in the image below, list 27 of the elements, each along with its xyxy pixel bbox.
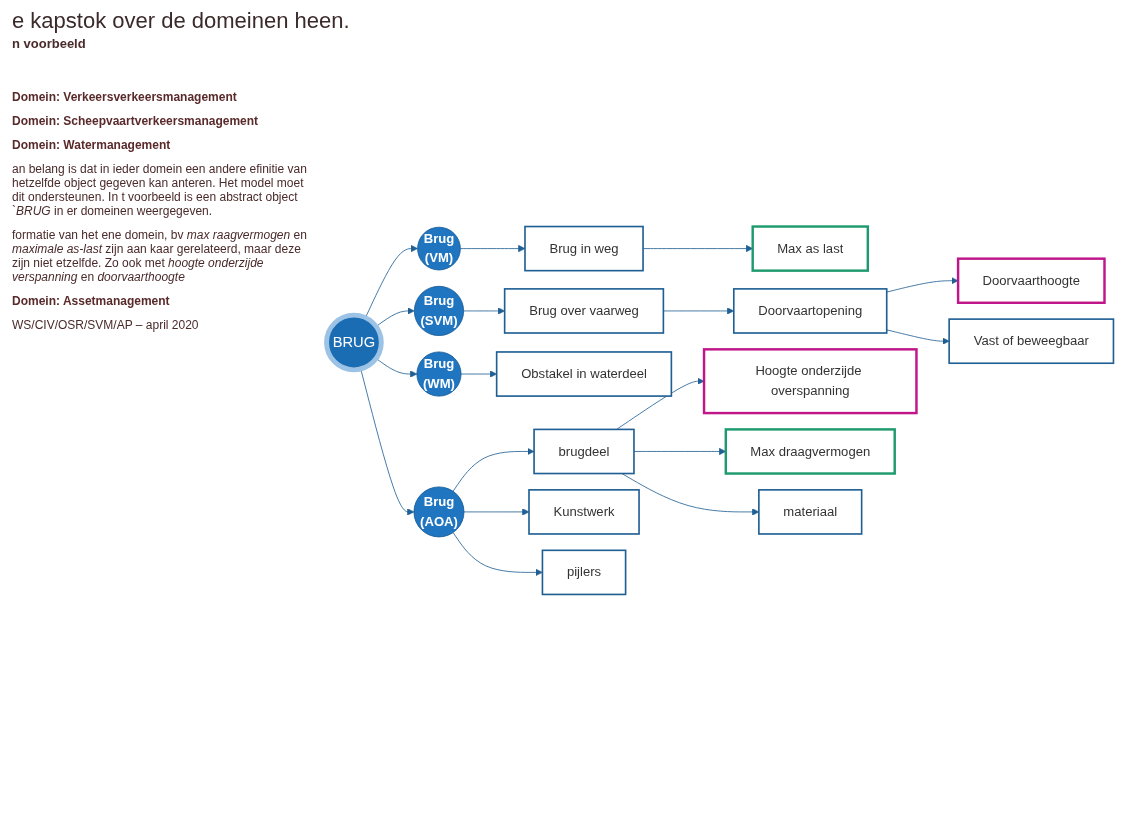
title: e kapstok over de domeinen heen. bbox=[12, 8, 350, 34]
subtitle: n voorbeeld bbox=[12, 36, 86, 51]
node-box: Vast of beweegbaar bbox=[948, 317, 1115, 364]
node-box: Max draagvermogen bbox=[724, 427, 896, 475]
node-box: Hoogte onderzijde overspanning bbox=[702, 347, 918, 414]
node-box: Brug in weg bbox=[524, 225, 644, 271]
domain-label: Domein: Scheepvaartverkeersmanagement bbox=[12, 114, 260, 128]
node-circle: Brug (AOA) bbox=[413, 486, 465, 537]
node-box: Doorvaartopening bbox=[732, 287, 888, 334]
node-box: Doorvaarthoogte bbox=[956, 256, 1106, 304]
node-box: pijlers bbox=[541, 549, 627, 595]
domain-label: Domein: Watermanagement bbox=[12, 138, 172, 152]
node-circle: Brug (SVM) bbox=[413, 285, 465, 336]
note-paragraph: formatie van het ene domein, bv max raagvermogen en maximale as-last zijn aan kaar gerelateerd, maar deze zijn niet etzelfde. Zo ook met hoogte onderzijde verspanning en doorvaarthoogte bbox=[12, 228, 308, 284]
footer-text: WS/CIV/OSR/SVM/AP – april 2020 bbox=[12, 318, 200, 332]
node-box: materiaal bbox=[758, 488, 863, 535]
node-box: Obstakel in waterdeel bbox=[495, 350, 673, 397]
domain-label: Domein: Assetmanagement bbox=[12, 294, 171, 308]
node-circle: Brug (WM) bbox=[416, 351, 462, 397]
node-circle: Brug (VM) bbox=[417, 226, 461, 270]
domain-label: Domein: Verkeersverkeersmanagement bbox=[12, 90, 238, 104]
node-box: Max as last bbox=[751, 224, 870, 272]
node-box: brugdeel bbox=[533, 428, 635, 474]
node-box: Brug over vaarweg bbox=[503, 287, 665, 334]
note-paragraph: an belang is dat in ieder domein een andere efinitie van hetzelfde object gegeven kan anteren. Het model moet dit ondersteunen. In t voorbeeld is een abstract object `BRUG in er domeinen weergegeven. bbox=[12, 162, 308, 218]
node-circle: BRUG bbox=[324, 312, 384, 372]
node-box: Kunstwerk bbox=[528, 488, 640, 535]
